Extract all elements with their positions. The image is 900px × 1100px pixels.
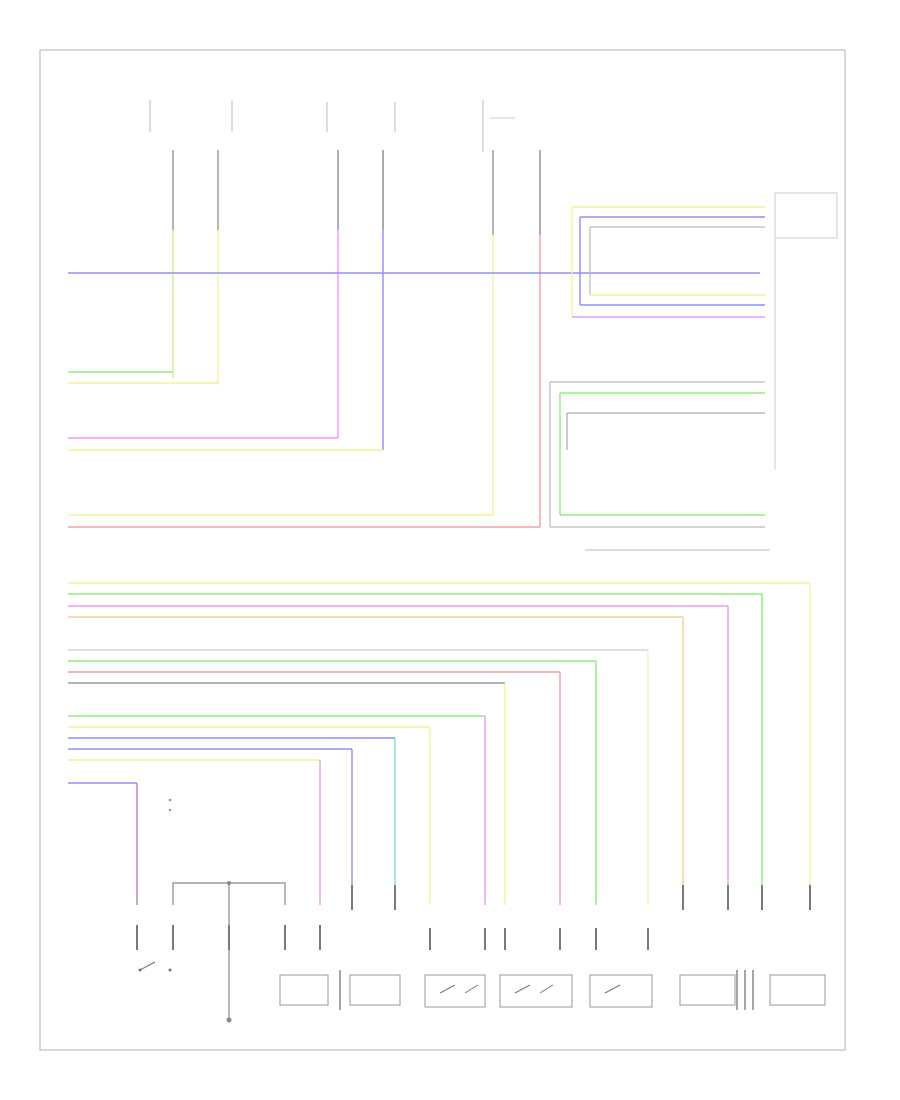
diagram-frame bbox=[39, 49, 846, 1051]
component-switch-box-3 bbox=[499, 974, 573, 1008]
lower-bus-wires bbox=[68, 649, 649, 905]
component-box-6 bbox=[769, 974, 826, 1006]
left-horizontal-wires-top bbox=[68, 371, 540, 528]
component-box-5 bbox=[679, 974, 736, 1006]
right-module-upper bbox=[571, 192, 838, 470]
component-switch-box-4-contact bbox=[604, 984, 621, 994]
right-module-middle bbox=[549, 381, 770, 551]
ground-junction bbox=[172, 881, 286, 1023]
separator-bars bbox=[339, 970, 754, 1010]
component-switch-box-4 bbox=[589, 974, 653, 1008]
component-switch-box-3-contact bbox=[514, 984, 554, 994]
top-connector-2 bbox=[326, 102, 396, 132]
component-switch-box-2-contact bbox=[439, 984, 479, 994]
component-box-1 bbox=[349, 974, 401, 1006]
top-connector-1 bbox=[149, 100, 233, 132]
legend-marker bbox=[168, 798, 172, 812]
component-switch-box-2 bbox=[424, 974, 486, 1008]
component-switch-1 bbox=[138, 961, 172, 972]
connector-pins-bottom bbox=[136, 885, 811, 950]
bottom-bus-wires bbox=[68, 715, 486, 905]
middle-bus-wires bbox=[68, 582, 811, 905]
top-connector-3 bbox=[482, 100, 515, 152]
component-sensor-module bbox=[279, 974, 329, 1006]
top-wire-stubs bbox=[172, 150, 541, 527]
